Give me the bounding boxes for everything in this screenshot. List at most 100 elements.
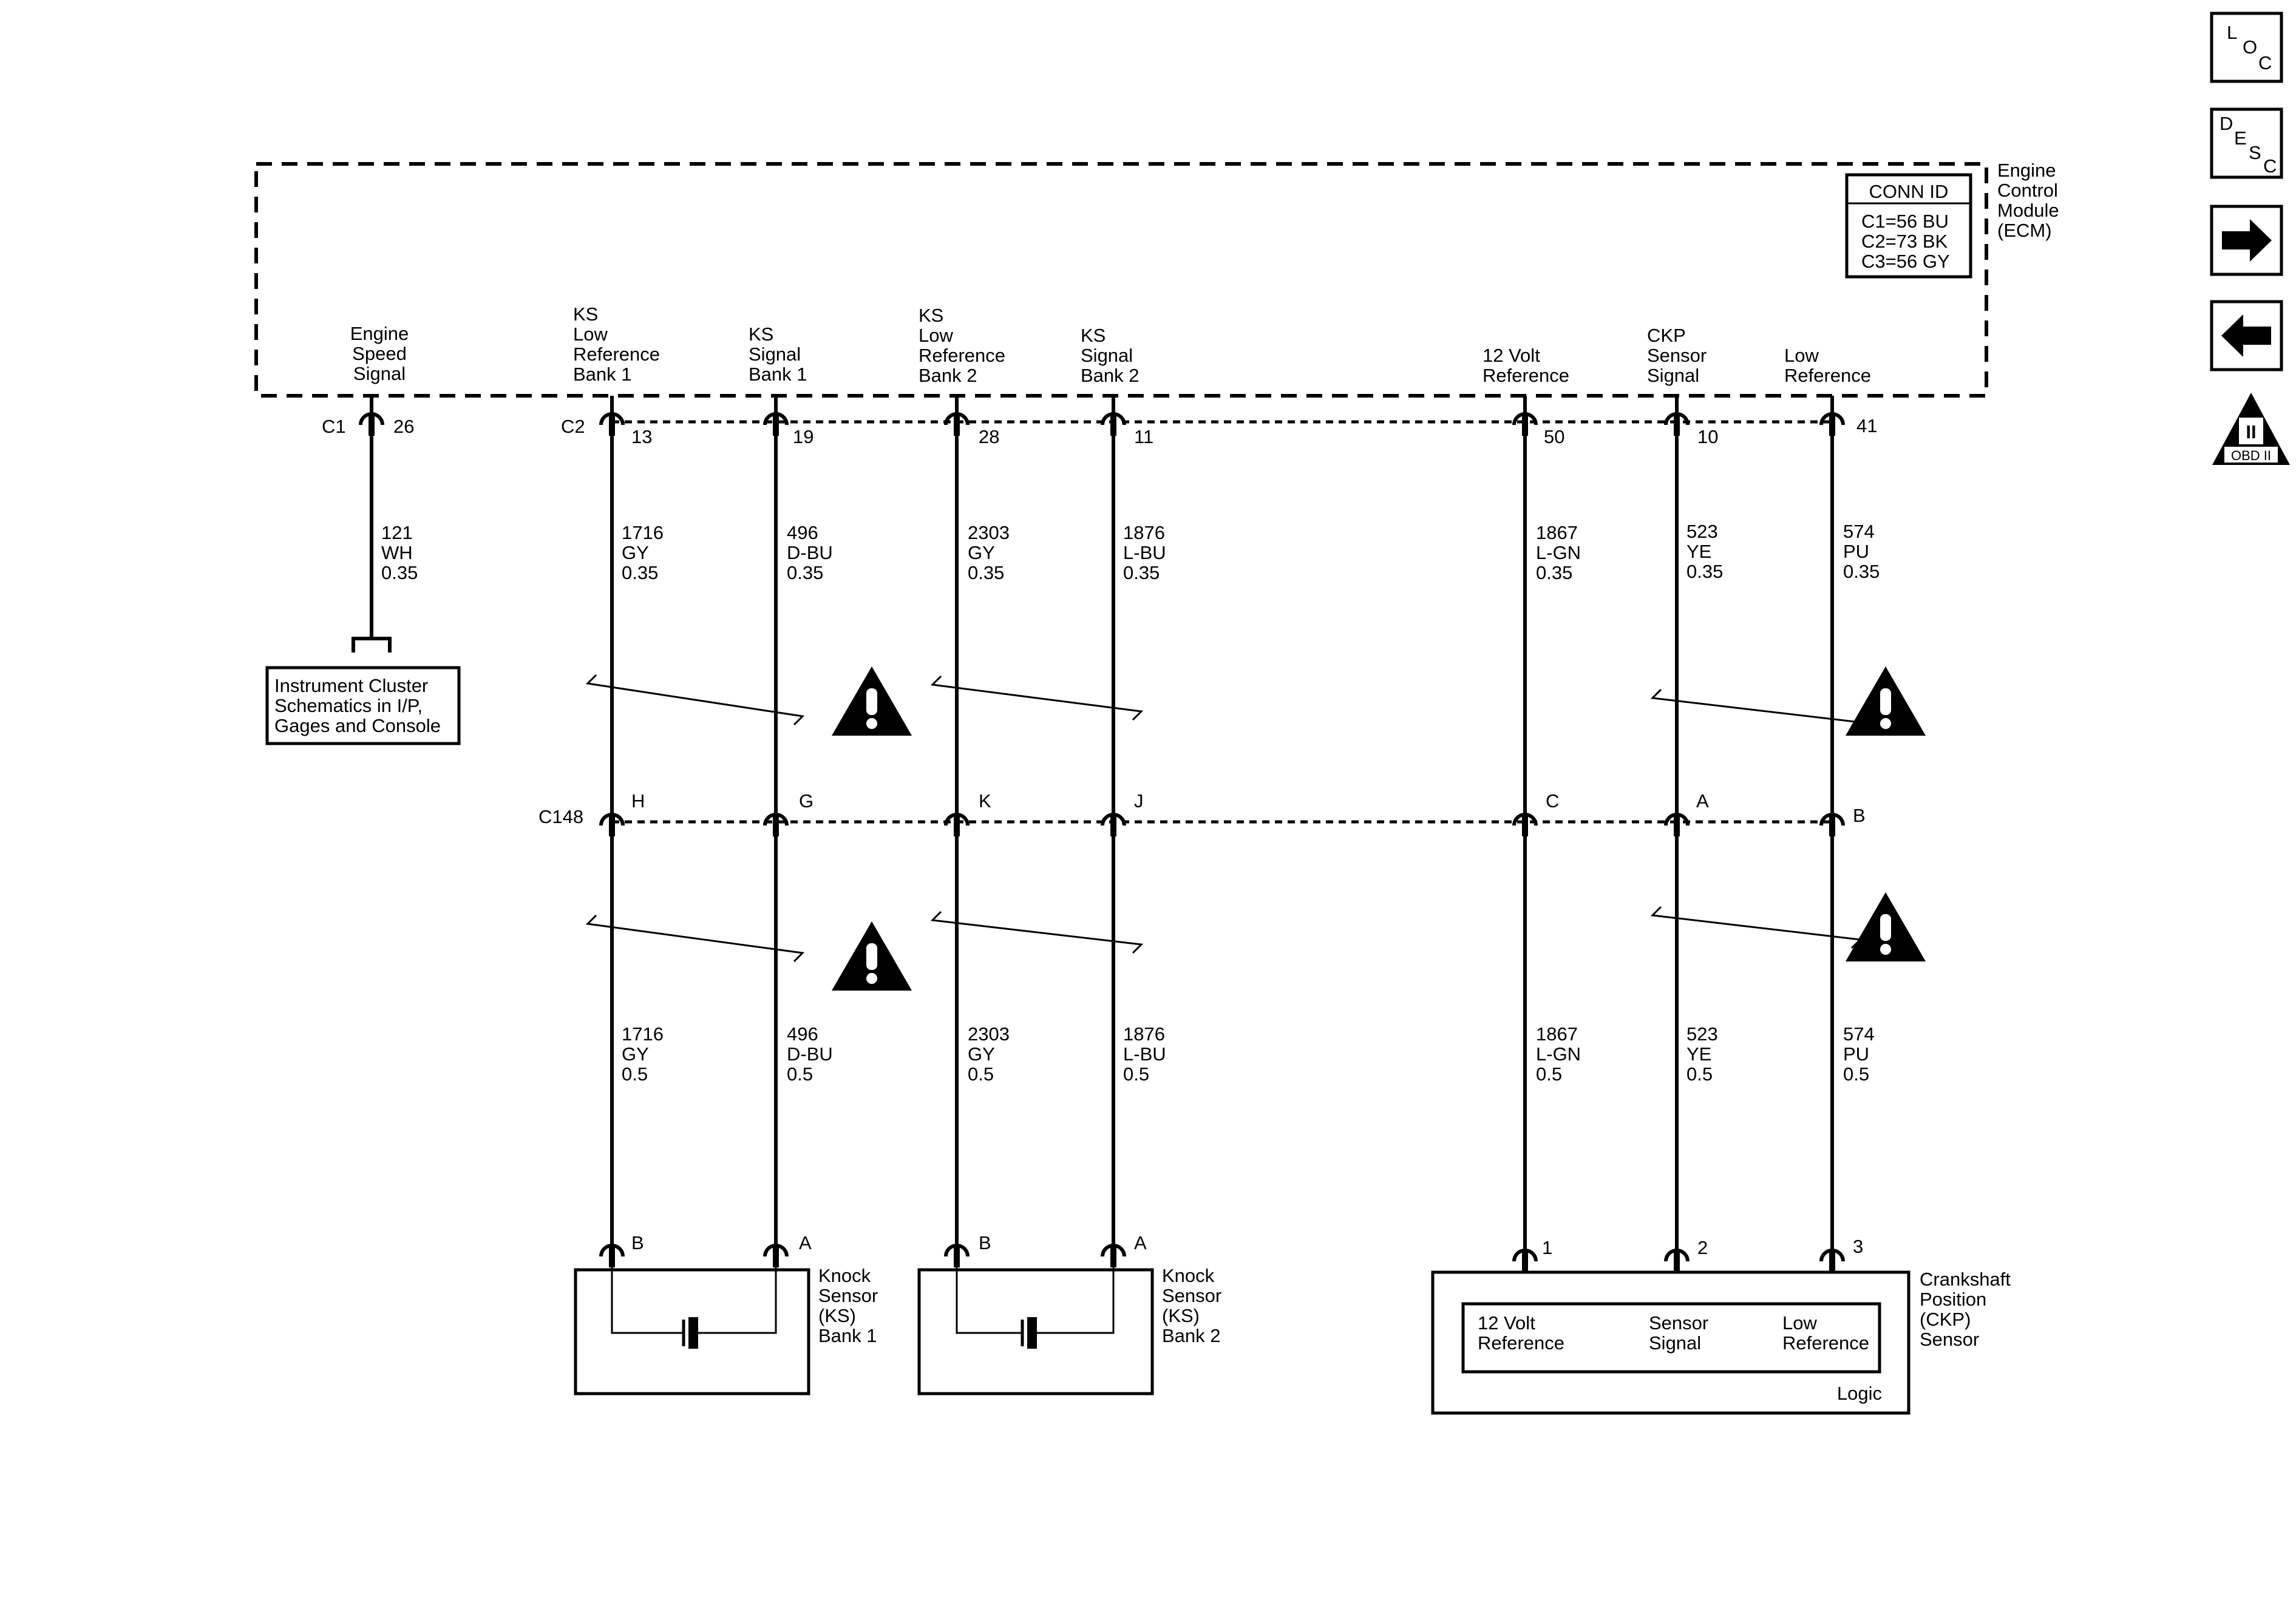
pin-number: 2 (1697, 1237, 1708, 1258)
signal-label: KS (749, 324, 773, 345)
obd-ii-button[interactable]: II OBD II (2212, 393, 2290, 465)
wire-circuit: 574 (1843, 1023, 1875, 1045)
knock-sensor-bank-1: Knock Sensor (KS) Bank 1 B A (574, 1232, 878, 1395)
wire-circuit: 2303 (968, 1023, 1010, 1045)
c1-label: C1 (322, 416, 346, 437)
loc-letter-l: L (2227, 22, 2237, 43)
pin-number: 3 (1853, 1236, 1863, 1257)
ecm-boundary (254, 162, 1988, 398)
loc-button[interactable]: L O C (2210, 12, 2283, 83)
signal-label: Bank 2 (919, 365, 977, 386)
signal-label: Reference (1784, 365, 1871, 386)
obd-numeral-box (2239, 418, 2263, 444)
knock-sensor-2-title: (KS) (1162, 1305, 1200, 1326)
wire-circuit: 1876 (1123, 522, 1165, 543)
instrument-cluster-text: Gages and Console (274, 715, 441, 736)
signal-label: Signal (749, 344, 801, 365)
wire-gauge: 0.5 (1686, 1063, 1713, 1085)
knock-sensor-2-title: Knock (1162, 1265, 1215, 1286)
signal-label: Signal (1647, 365, 1699, 386)
ckp-inner-label: Signal (1649, 1332, 1701, 1354)
loc-icon-frame (2210, 12, 2283, 83)
pin-number: 41 (1856, 415, 1877, 436)
desc-icon-frame (2210, 107, 2283, 179)
pin-letter: A (1696, 790, 1709, 812)
signal-label: CKP (1647, 325, 1686, 346)
signal-label: Reference (919, 345, 1005, 366)
wire-circuit: 523 (1686, 1023, 1718, 1045)
wire-color: L-GN (1536, 1043, 1581, 1065)
wire-color: WH (381, 542, 413, 563)
ckp-inner-label: Low (1782, 1312, 1817, 1334)
obd-numeral: II (2246, 421, 2256, 442)
ckp-logic-label: Logic (1837, 1383, 1882, 1404)
pin-letter: B (631, 1232, 644, 1253)
wire-gauge: 0.35 (1123, 562, 1160, 583)
wire-color: L-BU (1123, 1043, 1166, 1065)
pin-letter: K (979, 790, 991, 812)
wire-gauge: 0.5 (1536, 1063, 1562, 1085)
knock-sensor-2-title: Sensor (1162, 1285, 1221, 1306)
desc-letter-e: E (2234, 127, 2247, 149)
wire-color: PU (1843, 541, 1869, 562)
ckp-inner-label: Reference (1782, 1332, 1869, 1354)
ecm-title: Engine Control Module (ECM) (1997, 160, 2059, 241)
upper-wire-labels: 121 WH 0.35 1716 GY 0.35 496 D-BU 0.35 2… (381, 521, 1880, 583)
pin-letter: J (1134, 790, 1144, 812)
pin-number: 1 (1542, 1237, 1552, 1258)
twisted-pair-mark (930, 910, 1144, 954)
wire-gauge: 0.35 (381, 562, 418, 583)
wire-circuit: 574 (1843, 521, 1875, 542)
desc-button[interactable]: D E S C (2210, 107, 2283, 179)
wire-gauge: 0.35 (787, 562, 823, 583)
signal-label: Reference (573, 344, 660, 365)
wire-circuit: 2303 (968, 522, 1010, 543)
instrument-cluster-text: Instrument Cluster (274, 675, 428, 696)
ecm-title-line: Control (1997, 180, 2058, 201)
pin-letter: C (1546, 790, 1559, 812)
signal-label: Engine (350, 323, 409, 344)
conn-id-row: C1=56 BU (1861, 211, 1949, 232)
signal-label: 12 Volt (1483, 345, 1540, 366)
wire-circuit: 1716 (622, 522, 664, 543)
pin-letter: H (631, 790, 645, 812)
wire-color: D-BU (787, 1043, 833, 1065)
signal-label: KS (1081, 325, 1106, 346)
wires-layer (352, 396, 1926, 1272)
warning-exclamation-icon (832, 666, 912, 736)
wire-circuit: 523 (1686, 521, 1718, 542)
ckp-title: Position (1920, 1289, 1986, 1310)
twisted-pair-mark (1650, 906, 1863, 949)
wire-color: YE (1686, 541, 1711, 562)
pin-letter: A (1134, 1232, 1147, 1253)
wire-circuit: 496 (787, 522, 818, 543)
loc-letter-c: C (2258, 52, 2272, 73)
signal-label: Reference (1483, 365, 1569, 386)
lower-wire-labels: 1716 GY 0.5 496 D-BU 0.5 2303 GY 0.5 187… (622, 1023, 1875, 1085)
wire-circuit: 1867 (1536, 522, 1578, 543)
wire-circuit: 496 (787, 1023, 818, 1045)
pin-number: 11 (1134, 426, 1153, 447)
signal-label: Signal (1081, 345, 1133, 366)
knock-sensor-1-title: (KS) (818, 1305, 856, 1326)
signal-label: Low (573, 324, 608, 345)
pin-number: 26 (393, 416, 414, 437)
forward-button[interactable] (2210, 205, 2283, 276)
c148-label: C148 (538, 806, 583, 827)
pin-letter: A (799, 1232, 812, 1253)
knock-sensor-1-leads (611, 1249, 777, 1334)
wire-gauge: 0.5 (968, 1063, 994, 1085)
pin-letter: B (979, 1232, 991, 1253)
ckp-title: Sensor (1920, 1329, 1979, 1350)
wire-color: PU (1843, 1043, 1869, 1065)
pin-number: 28 (979, 426, 999, 447)
instrument-cluster-link[interactable]: Instrument Cluster Schematics in I/P, Ga… (265, 666, 461, 745)
wire-color: L-BU (1123, 542, 1166, 563)
back-button[interactable] (2210, 300, 2283, 371)
desc-letter-s: S (2249, 142, 2261, 163)
c148-pin-letters: H G K J C A B (631, 790, 1866, 826)
instrument-cluster-text: Schematics in I/P, (274, 695, 423, 716)
wire-gauge: 0.35 (1843, 561, 1880, 582)
signal-label: KS (573, 303, 598, 325)
twisted-pair-mark (1650, 688, 1863, 732)
